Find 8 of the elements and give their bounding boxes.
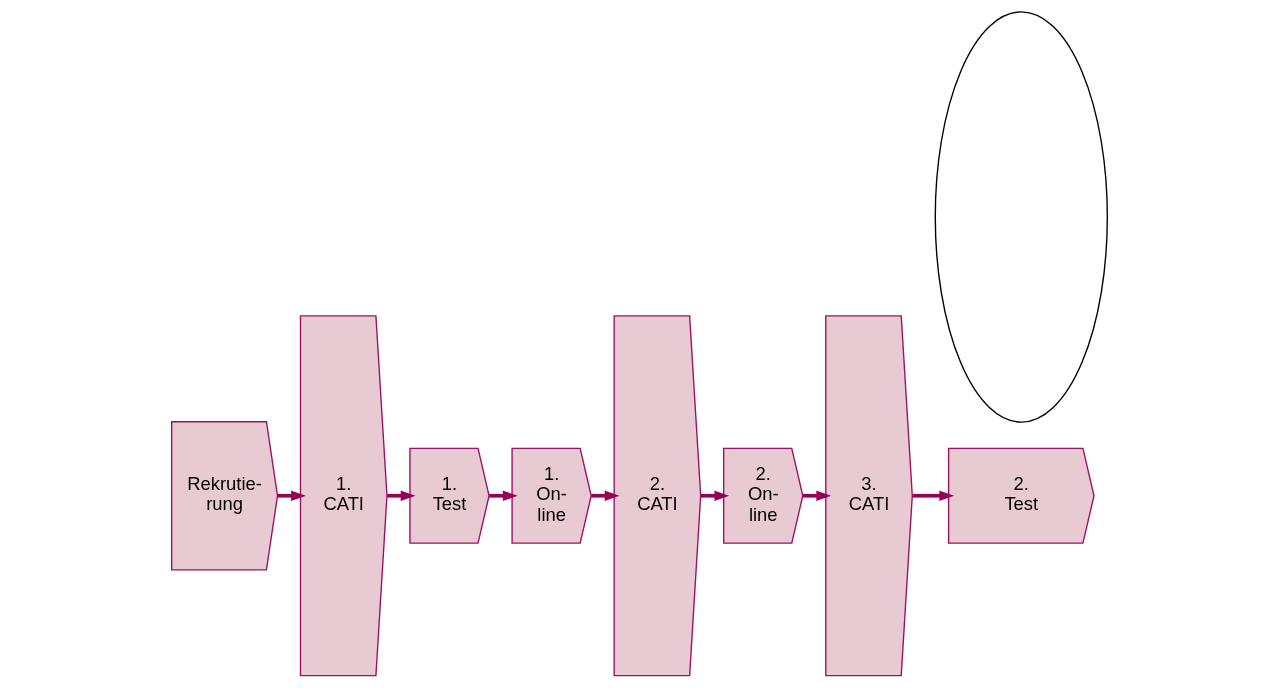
arrow (802, 490, 831, 501)
node-ellipse (934, 11, 1108, 423)
arrow (488, 490, 518, 501)
arrow (277, 490, 306, 501)
arrow (700, 490, 729, 501)
arrow (912, 490, 954, 501)
arrow (386, 490, 415, 501)
arrow (590, 490, 619, 501)
